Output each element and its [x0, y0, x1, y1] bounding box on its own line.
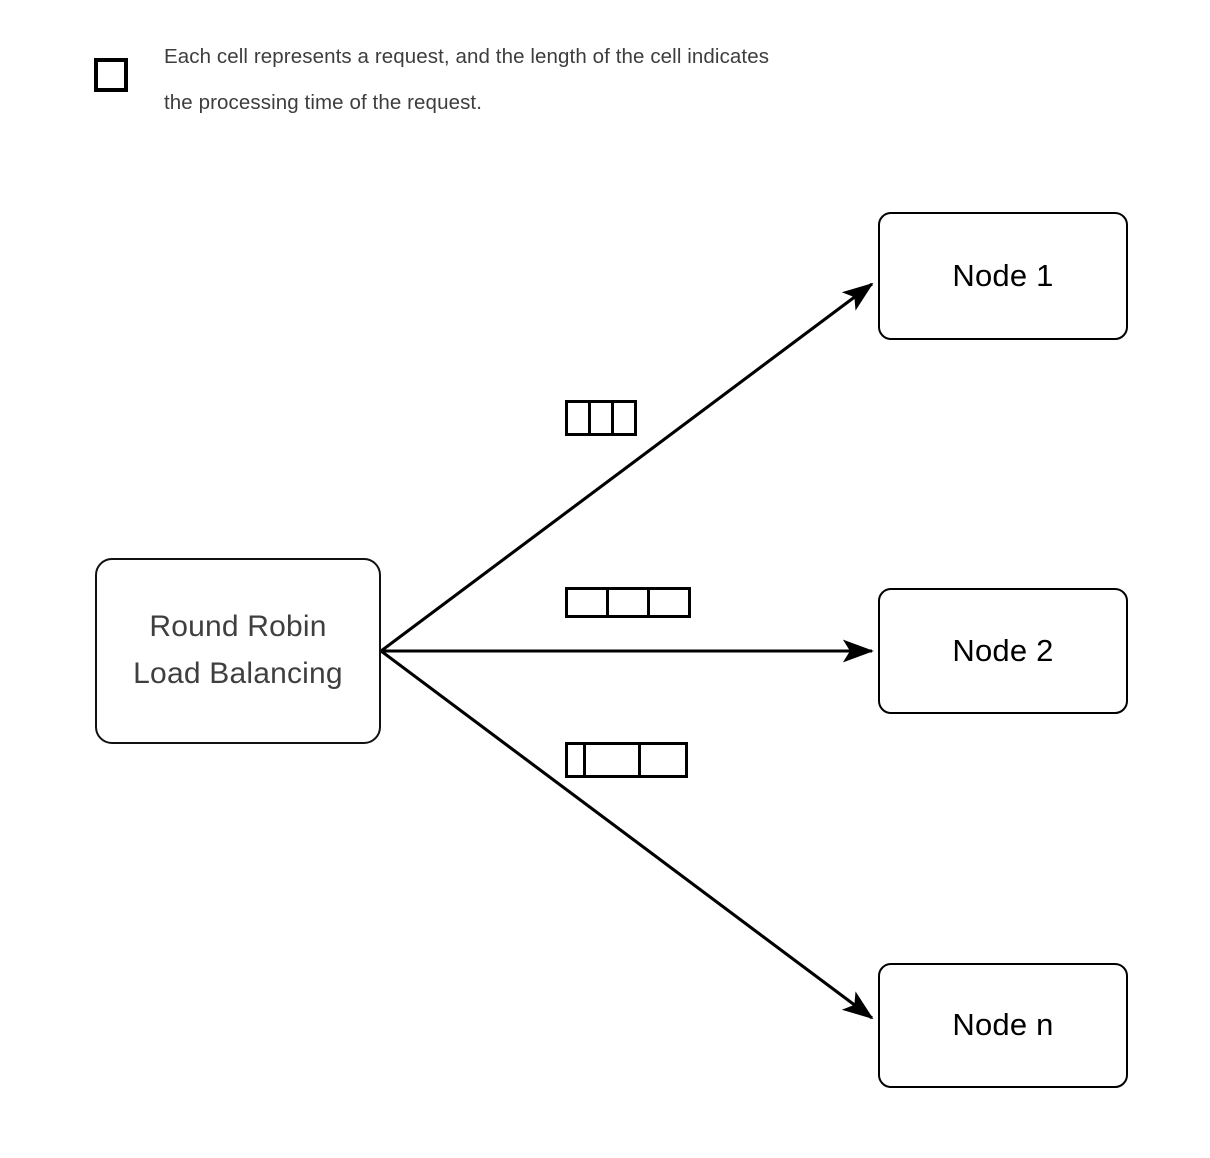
- request-cell: [650, 590, 689, 615]
- legend-text: Each cell represents a request, and the …: [164, 45, 770, 114]
- edge-source-to-node-n: [380, 649, 874, 1020]
- node-label-node-1: Node 1: [952, 257, 1054, 293]
- request-queue-node-2: [565, 587, 692, 618]
- request-cell: [591, 403, 612, 433]
- request-cell: [568, 745, 583, 775]
- request-cell: [568, 403, 588, 433]
- request-queue-node-n: [565, 742, 689, 778]
- node-box-node-1[interactable]: Node 1: [878, 212, 1128, 340]
- edge-source-to-node-1: [380, 282, 874, 653]
- node-box-node-n[interactable]: Node n: [878, 963, 1128, 1088]
- request-cell: [614, 403, 635, 433]
- request-cell: [568, 590, 606, 615]
- request-cell: [609, 590, 648, 615]
- load-balancer-box[interactable]: Round Robin Load Balancing: [95, 558, 381, 744]
- load-balancer-label: Round Robin Load Balancing: [133, 610, 343, 690]
- node-label-node-2: Node 2: [952, 632, 1054, 668]
- node-box-node-2[interactable]: Node 2: [878, 588, 1128, 714]
- node-label-node-n: Node n: [952, 1007, 1054, 1043]
- request-cell: [586, 745, 639, 775]
- request-cell: [641, 745, 686, 775]
- legend: Each cell represents a request, and the …: [90, 34, 970, 134]
- square-cell-icon: [94, 58, 128, 92]
- request-queue-node-1: [565, 400, 638, 436]
